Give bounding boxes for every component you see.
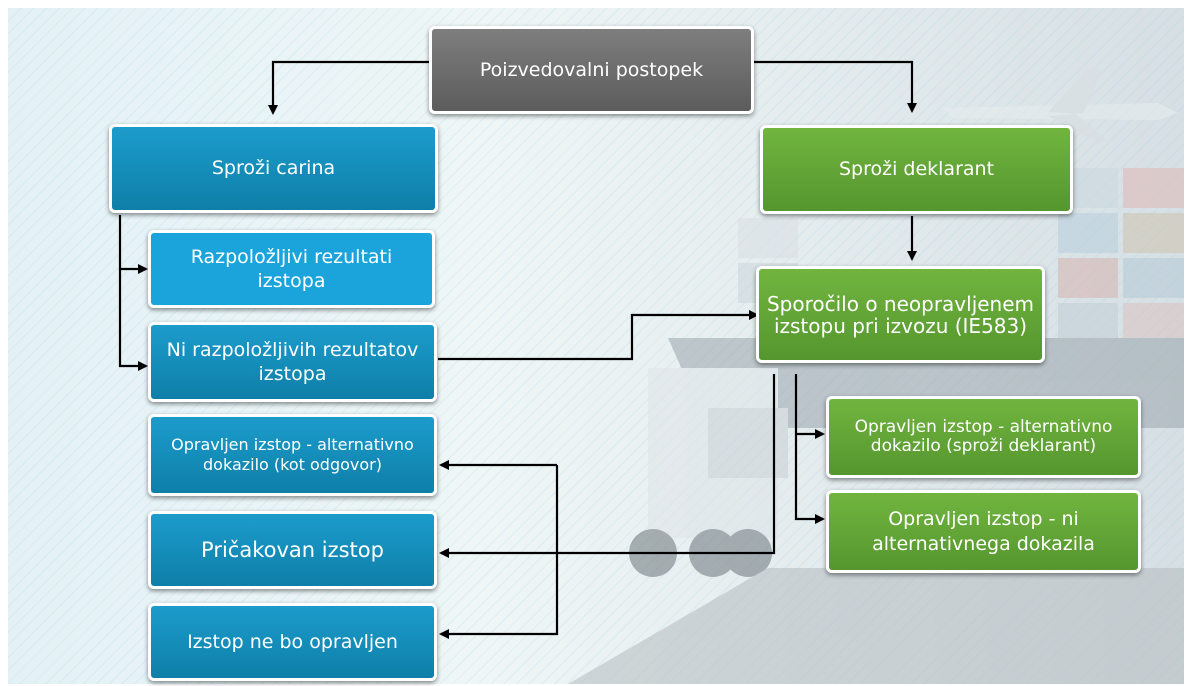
edge-exit-unavailable-ie583 xyxy=(438,310,759,361)
edge-root-customs xyxy=(268,60,437,115)
edge-ie583-expected-exit xyxy=(439,374,776,558)
edge-ie583-exit-not-done xyxy=(439,465,559,639)
edge-customs-exit-available xyxy=(118,215,148,274)
node-ie583-message: Sporočilo o neopravljenem izstopu pri iz… xyxy=(756,266,1045,363)
edge-root-declarant xyxy=(750,60,917,113)
node-exit-alt-proof-declarant: Opravljen izstop - alternativno dokazilo… xyxy=(826,396,1141,478)
edge-ie583-no-alt-proof xyxy=(794,434,825,524)
edge-ie583-alt-proof-declarant xyxy=(794,374,825,439)
node-initiated-by-customs: Sproži carina xyxy=(109,124,438,213)
node-expected-exit: Pričakovan izstop xyxy=(148,511,437,589)
node-exit-no-alt-proof: Opravljen izstop - ni alternativnega dok… xyxy=(826,490,1141,573)
node-no-exit-results-available: Ni razpoložljivih rezultatov izstopa xyxy=(148,322,437,402)
edge-customs-exit-unavailable xyxy=(118,269,148,371)
node-exit-alt-proof-answer: Opravljen izstop - alternativno dokazilo… xyxy=(148,414,437,496)
node-initiated-by-declarant: Sproži deklarant xyxy=(760,125,1073,214)
node-inquiry-procedure: Poizvedovalni postopek xyxy=(429,26,754,114)
node-exit-will-not-happen: Izstop ne bo opravljen xyxy=(148,603,437,681)
node-exit-results-available: Razpoložljivi rezultati izstopa xyxy=(148,230,435,308)
